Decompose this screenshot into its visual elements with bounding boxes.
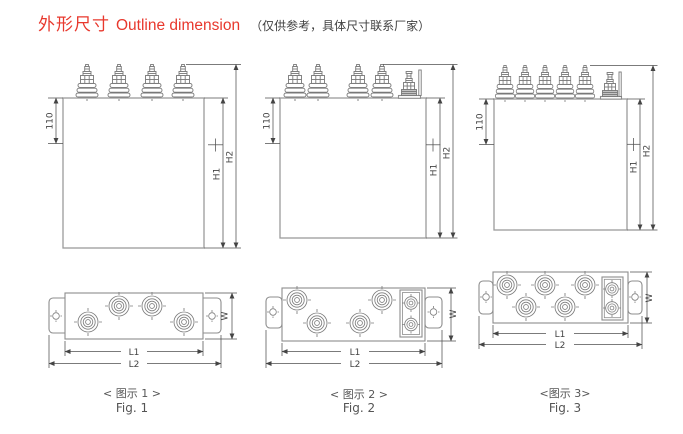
section-header: 外形尺寸 Outline dimension （仅供参考，具体尺寸联系厂家） — [38, 10, 430, 35]
fig2-caption-cn: < 图示 2 > — [330, 388, 388, 401]
dim-label-l1: L1 — [555, 330, 566, 340]
dim-label-w: W — [645, 293, 655, 302]
dim-label-h2: H2 — [443, 147, 453, 160]
small-bushing-icon — [602, 72, 618, 97]
bushing-icon — [306, 64, 330, 102]
bushing-icon — [494, 65, 516, 103]
dim-label-l2: L2 — [555, 341, 566, 351]
dim-label-l1: L1 — [350, 348, 361, 358]
bushing-icon — [140, 64, 164, 102]
fig3-front-view — [493, 65, 628, 231]
fig3-top-dimensions: W L1 L2 — [478, 271, 655, 351]
dim-label-w: W — [221, 311, 231, 320]
dim-label-w: W — [449, 309, 459, 318]
figure-2: 110 H1 H2 — [263, 64, 459, 415]
dim-label-h2: H2 — [226, 151, 236, 164]
fig3-caption-en: Fig. 3 — [549, 401, 581, 415]
fig2-front-dimensions: 110 H1 H2 — [263, 64, 458, 239]
dim-label-h1: H1 — [430, 164, 440, 177]
fig1-top-dimensions: W L1 L2 — [48, 292, 237, 370]
bushing-icon — [554, 65, 576, 103]
fig2-top-view — [265, 285, 443, 342]
fig2-caption-en: Fig. 2 — [343, 401, 375, 415]
fig3-caption-cn: <图示 3> — [540, 387, 591, 400]
small-bushing-icon — [401, 71, 417, 96]
bushing-icon — [283, 64, 307, 102]
bushing-icon — [171, 64, 195, 102]
bushing-icon — [514, 65, 536, 103]
fig1-top-view — [48, 291, 222, 340]
fig2-front-view — [279, 64, 427, 239]
bushing-icon — [534, 65, 556, 103]
fig1-front-dimensions: 110 H1 H2 — [46, 64, 241, 249]
dim-label-h1: H1 — [630, 161, 640, 174]
dim-label-110: 110 — [46, 112, 56, 129]
bushing-icon — [107, 64, 131, 102]
bushing-icon — [574, 65, 596, 103]
section-title-cn: 外形尺寸 — [38, 15, 110, 34]
dim-label-l1: L1 — [129, 348, 140, 358]
bushing-icon — [75, 64, 99, 102]
figure-1: 110 H1 H2 — [46, 64, 241, 415]
dim-label-h2: H2 — [643, 145, 653, 158]
bushing-icon — [370, 64, 394, 102]
dim-label-110: 110 — [476, 113, 486, 130]
figure-3: 110 H1 H2 — [476, 65, 658, 415]
section-note: （仅供参考，具体尺寸联系厂家） — [250, 19, 431, 33]
section-title-en: Outline dimension — [116, 17, 241, 34]
fig1-caption-cn: < 图示 1 > — [103, 387, 161, 400]
fig2-top-dimensions: W L1 L2 — [265, 287, 459, 370]
dim-label-110: 110 — [263, 112, 273, 129]
dim-label-l2: L2 — [350, 360, 361, 370]
fig3-top-view — [478, 270, 643, 324]
fig3-front-dimensions: 110 H1 H2 — [476, 65, 658, 231]
dim-label-h1: H1 — [213, 168, 223, 181]
dim-label-l2: L2 — [129, 360, 140, 370]
bushing-icon — [346, 64, 370, 102]
fig1-front-view — [62, 64, 205, 249]
fig1-caption-en: Fig. 1 — [116, 401, 148, 415]
